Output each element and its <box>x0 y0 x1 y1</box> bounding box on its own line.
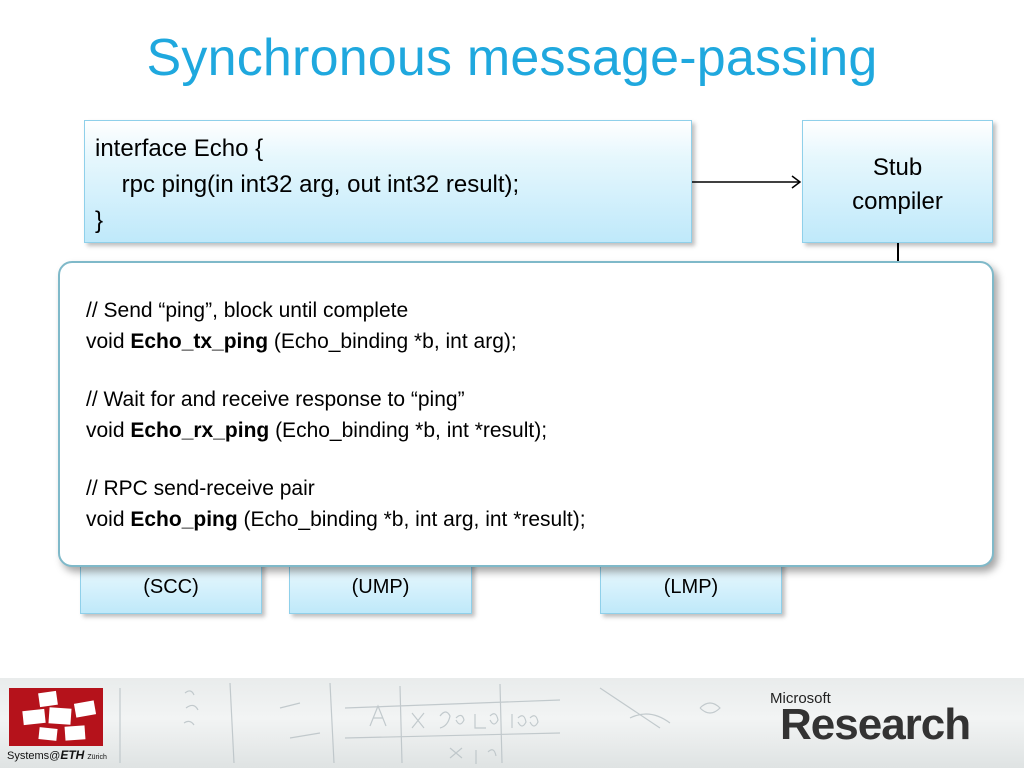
systems-at-text: Systems@ <box>7 750 61 762</box>
microsoft-label: Microsoft <box>770 690 831 707</box>
api-group-rpc: // RPC send-receive pair void Echo_ping … <box>86 473 992 535</box>
interface-line-3: } <box>95 207 104 234</box>
handwriting-background <box>119 682 721 764</box>
api-comment: // Wait for and receive response to “pin… <box>86 388 465 411</box>
scc-label: (SCC) <box>143 576 199 598</box>
connector-line <box>897 243 899 263</box>
api-group-tx: // Send “ping”, block until complete voi… <box>86 295 992 357</box>
eth-text: ETH <box>60 748 85 762</box>
interface-echo-box: interface Echo { rpc ping(in int32 arg, … <box>84 120 692 243</box>
research-label: Research <box>780 700 971 749</box>
api-prefix: void <box>86 508 131 531</box>
interface-line-2: rpc ping(in int32 arg, out int32 result)… <box>95 171 520 198</box>
api-signature: void Echo_rx_ping (Echo_binding *b, int … <box>86 415 992 446</box>
api-callout-popup: // Send “ping”, block until complete voi… <box>58 261 994 567</box>
api-func-name: Echo_ping <box>130 508 238 531</box>
ump-label: (UMP) <box>351 576 410 598</box>
api-comment: // RPC send-receive pair <box>86 477 315 500</box>
stub-compiler-label-1: Stub <box>872 154 923 181</box>
api-signature: void Echo_tx_ping (Echo_binding *b, int … <box>86 326 992 357</box>
zurich-text: Zürich <box>87 754 107 761</box>
stub-compiler-label-2: compiler <box>852 188 943 215</box>
api-func-name: Echo_rx_ping <box>130 419 270 442</box>
stub-compiler-box: Stub compiler <box>802 120 993 243</box>
lmp-label: (LMP) <box>663 576 719 598</box>
footer-band <box>0 678 1024 768</box>
systems-eth-label: Systems@ETH Zürich <box>7 748 107 762</box>
api-func-name: Echo_tx_ping <box>130 330 269 353</box>
api-group-rx: // Wait for and receive response to “pin… <box>86 384 992 446</box>
interface-line-1: interface Echo { <box>95 135 264 162</box>
arrow-to-stub-compiler <box>692 175 802 189</box>
api-signature: void Echo_ping (Echo_binding *b, int arg… <box>86 504 992 535</box>
api-prefix: void <box>86 419 131 442</box>
api-prefix: void <box>86 330 131 353</box>
api-comment: // Send “ping”, block until complete <box>86 299 409 322</box>
api-args: (Echo_binding *b, int arg); <box>268 330 517 353</box>
api-args: (Echo_binding *b, int *result); <box>269 419 548 442</box>
api-args: (Echo_binding *b, int arg, int *result); <box>237 508 586 531</box>
systems-eth-logo <box>9 688 103 746</box>
slide-title: Synchronous message-passing <box>146 29 878 87</box>
